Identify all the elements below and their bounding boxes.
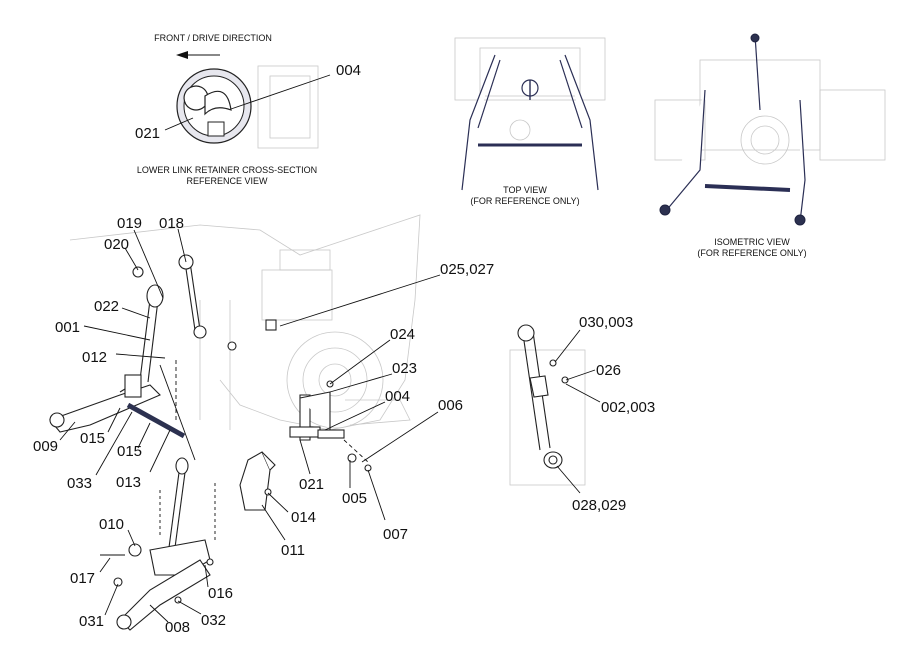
svg-text:REFERENCE VIEW: REFERENCE VIEW <box>186 176 268 186</box>
callout-025-027: 025,027 <box>440 261 494 278</box>
top-link-detail <box>509 324 586 486</box>
callout-018: 018 <box>159 215 184 232</box>
callout-033: 033 <box>67 475 92 492</box>
callout-021: 021 <box>135 125 160 142</box>
callout-031: 031 <box>79 613 104 630</box>
svg-text:(FOR REFERENCE ONLY): (FOR REFERENCE ONLY) <box>697 248 806 258</box>
top-left-lower-link <box>461 54 496 191</box>
lower-lift-rod <box>167 464 181 556</box>
lower-link-exploded <box>119 559 211 631</box>
top-link-tube <box>522 333 541 451</box>
iso-right-lower-link <box>799 99 806 223</box>
top-view-inset: TOP VIEW (FOR REFERENCE ONLY) <box>454 37 606 206</box>
callout-014: 014 <box>291 509 316 526</box>
callout-001: 001 <box>55 319 80 336</box>
callout-labels: 004 021 019 018 020 022 001 012 009 015 … <box>33 62 655 636</box>
callout-009: 009 <box>33 438 58 455</box>
iso-stabilizer-bar <box>704 184 791 192</box>
callout-010: 010 <box>99 516 124 533</box>
callout-012: 012 <box>82 349 107 366</box>
lower-link-pin <box>289 426 321 438</box>
callout-026: 026 <box>596 362 621 379</box>
iso-top-link <box>754 34 761 111</box>
callout-021-main: 021 <box>299 476 324 493</box>
callout-017: 017 <box>70 570 95 587</box>
guard-plate <box>239 451 271 511</box>
svg-text:ISOMETRIC VIEW: ISOMETRIC VIEW <box>714 237 790 247</box>
callout-002-003: 002,003 <box>601 399 655 416</box>
callout-011: 011 <box>281 542 305 559</box>
leader-lines <box>59 74 601 623</box>
callout-024: 024 <box>390 326 415 343</box>
callout-004-main: 004 <box>385 388 410 405</box>
svg-text:LOWER LINK RETAINER CROSS-SECT: LOWER LINK RETAINER CROSS-SECTION <box>137 165 317 175</box>
svg-text:(FOR REFERENCE ONLY): (FOR REFERENCE ONLY) <box>470 196 579 206</box>
left-lower-link <box>49 384 161 433</box>
top-link-rod <box>184 261 196 331</box>
callout-007: 007 <box>383 526 408 543</box>
callout-020: 020 <box>104 236 129 253</box>
callout-008: 008 <box>165 619 190 636</box>
retainer-clip-section <box>204 90 232 116</box>
main-exploded-view <box>49 214 421 631</box>
top-right-lower-link <box>564 54 599 191</box>
callout-030-003: 030,003 <box>579 314 633 331</box>
svg-text:TOP VIEW: TOP VIEW <box>503 185 547 195</box>
callout-028-029: 028,029 <box>572 497 626 514</box>
front-direction-label: FRONT / DRIVE DIRECTION <box>154 33 272 43</box>
callout-004: 004 <box>336 62 361 79</box>
callout-015-upper: 015 <box>80 430 105 447</box>
isometric-view-inset: ISOMETRIC VIEW (FOR REFERENCE ONLY) <box>654 33 886 258</box>
direction-arrow-icon <box>176 51 220 59</box>
callout-005: 005 <box>342 490 367 507</box>
retainer-housing <box>257 65 319 149</box>
iso-left-lower-link <box>664 89 706 213</box>
stabilizer-bar <box>126 402 186 439</box>
callout-006: 006 <box>438 397 463 414</box>
pin-section <box>183 85 209 111</box>
callout-015-lower: 015 <box>117 443 142 460</box>
callout-019: 019 <box>117 215 142 232</box>
callout-013: 013 <box>116 474 141 491</box>
callout-032: 032 <box>201 612 226 629</box>
callout-016: 016 <box>208 585 233 602</box>
callout-022: 022 <box>94 298 119 315</box>
cross-section-inset: FRONT / DRIVE DIRECTION LOWER LINK RETAI… <box>137 33 319 186</box>
callout-023: 023 <box>392 360 417 377</box>
